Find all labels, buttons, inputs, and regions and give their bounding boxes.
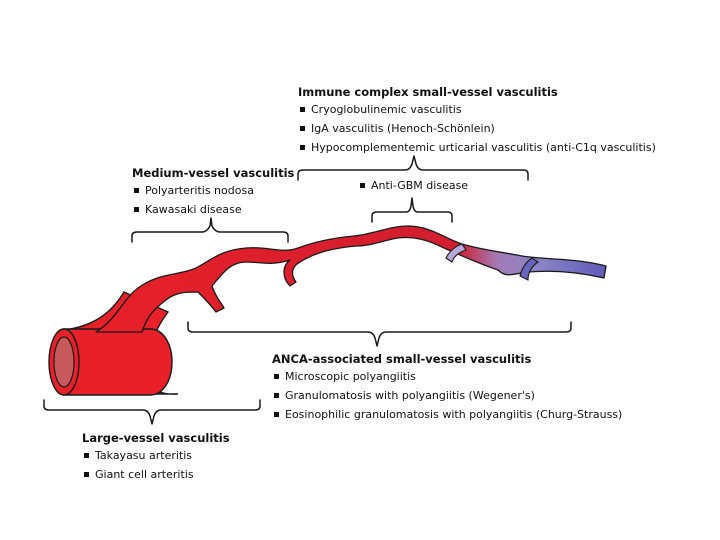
group-large-vessel: Large-vessel vasculitis Takayasu arterit… xyxy=(82,430,230,484)
anti-gbm-list: Anti-GBM disease xyxy=(358,176,468,195)
immune-complex-title: Immune complex small-vessel vasculitis xyxy=(298,85,558,99)
large-vessel-title: Large-vessel vasculitis xyxy=(82,431,230,445)
list-item: Cryoglobulinemic vasculitis xyxy=(298,100,656,119)
anca-title: ANCA-associated small-vessel vasculitis xyxy=(272,352,532,366)
list-item: IgA vasculitis (Henoch-Schönlein) xyxy=(298,119,656,138)
immune-complex-list: Cryoglobulinemic vasculitis IgA vasculit… xyxy=(298,100,656,157)
list-item: Eosinophilic granulomatosis with polyang… xyxy=(272,405,622,424)
list-item: Granulomatosis with polyangiitis (Wegene… xyxy=(272,386,622,405)
group-immune-complex: Immune complex small-vessel vasculitis C… xyxy=(298,84,656,157)
vessel-tree xyxy=(95,225,607,333)
group-medium-vessel: Medium-vessel vasculitis Polyarteritis n… xyxy=(132,165,294,219)
brace-immune-complex xyxy=(297,155,529,181)
large-vessel-list: Takayasu arteritis Giant cell arteritis xyxy=(82,446,230,484)
brace-large-vessel xyxy=(43,399,261,425)
list-item: Takayasu arteritis xyxy=(82,446,230,465)
brace-anca xyxy=(187,321,572,347)
brace-medium-vessel xyxy=(131,217,289,243)
brace-anti-gbm xyxy=(371,197,453,223)
list-item: Kawasaki disease xyxy=(132,200,294,219)
list-item: Hypocomplementemic urticarial vasculitis… xyxy=(298,138,656,157)
group-anca: ANCA-associated small-vessel vasculitis … xyxy=(272,351,622,424)
list-item: Polyarteritis nodosa xyxy=(132,181,294,200)
list-item: Microscopic polyangiitis xyxy=(272,367,622,386)
anca-list: Microscopic polyangiitis Granulomatosis … xyxy=(272,367,622,424)
group-anti-gbm: Anti-GBM disease xyxy=(358,176,468,195)
large-artery xyxy=(48,291,179,396)
medium-vessel-title: Medium-vessel vasculitis xyxy=(132,166,295,180)
list-item: Anti-GBM disease xyxy=(358,176,468,195)
medium-vessel-list: Polyarteritis nodosa Kawasaki disease xyxy=(132,181,294,219)
list-item: Giant cell arteritis xyxy=(82,465,230,484)
